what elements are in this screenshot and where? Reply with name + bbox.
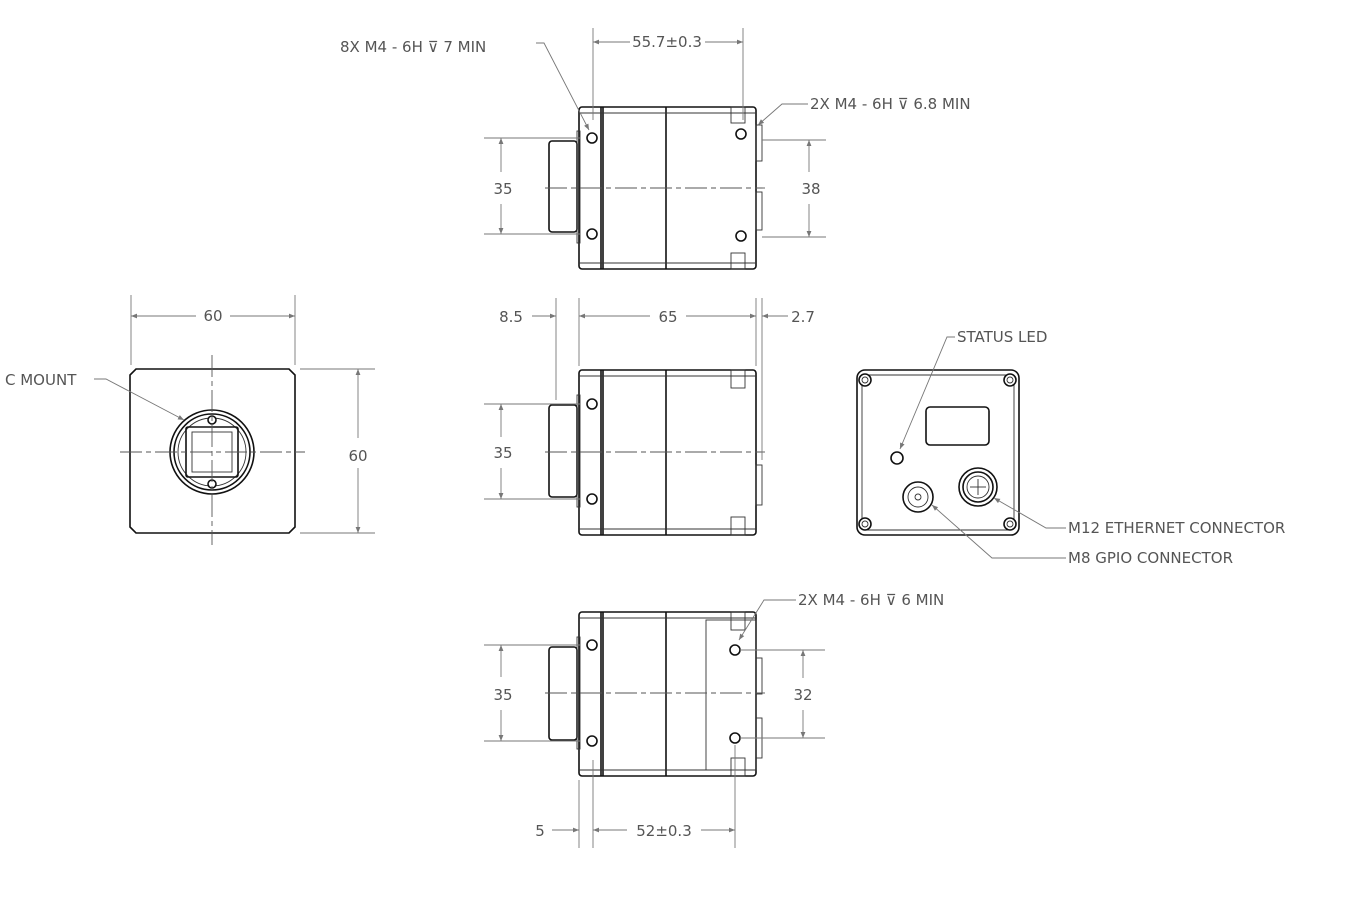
c-mount-label: C MOUNT: [5, 371, 77, 389]
side-body-dim: 65: [658, 308, 677, 326]
top-length-dim: 55.7±0.3: [632, 33, 702, 51]
m8-gpio-label: M8 GPIO CONNECTOR: [1068, 549, 1233, 567]
front-width-dim: 60: [203, 307, 222, 325]
status-led-label: STATUS LED: [957, 328, 1047, 346]
bottom-right-height-dim: 32: [793, 686, 812, 704]
bottom-front-dim: 5: [535, 822, 545, 840]
corner-screw-icons: [858, 373, 1017, 531]
top-hole-callout: 8X M4 - 6H ⊽ 7 MIN: [340, 38, 486, 56]
front-view: 60 60 C MOUNT: [5, 295, 375, 545]
top-left-height-dim: 35: [493, 180, 512, 198]
side-lens-dim: 8.5: [499, 308, 523, 326]
m8-connector-icon: [902, 481, 934, 513]
side-height-dim: 35: [493, 444, 512, 462]
m12-connector-icon: [958, 467, 998, 507]
bottom-length-dim: 52±0.3: [636, 822, 692, 840]
m12-ethernet-label: M12 ETHERNET CONNECTOR: [1068, 519, 1285, 537]
top-right-height-dim: 38: [801, 180, 820, 198]
back-view: STATUS LED M12 ETHERNET CONNECTOR M8 GPI…: [856, 328, 1285, 567]
status-led-icon: [890, 451, 904, 465]
front-height-dim: 60: [348, 447, 367, 465]
side-rear-dim: 2.7: [791, 308, 815, 326]
top-view: 55.7±0.3 35 38 8X M4 - 6H ⊽ 7 MIN 2X M4 …: [340, 28, 971, 270]
bottom-view: 35 32 2X M4 - 6H ⊽ 6 MIN 5 52±0.3: [484, 591, 944, 848]
top-side-hole-callout: 2X M4 - 6H ⊽ 6.8 MIN: [810, 95, 971, 113]
bottom-left-height-dim: 35: [493, 686, 512, 704]
side-view: 8.5 65 2.7 35: [484, 298, 815, 536]
bottom-hole-callout: 2X M4 - 6H ⊽ 6 MIN: [798, 591, 944, 609]
